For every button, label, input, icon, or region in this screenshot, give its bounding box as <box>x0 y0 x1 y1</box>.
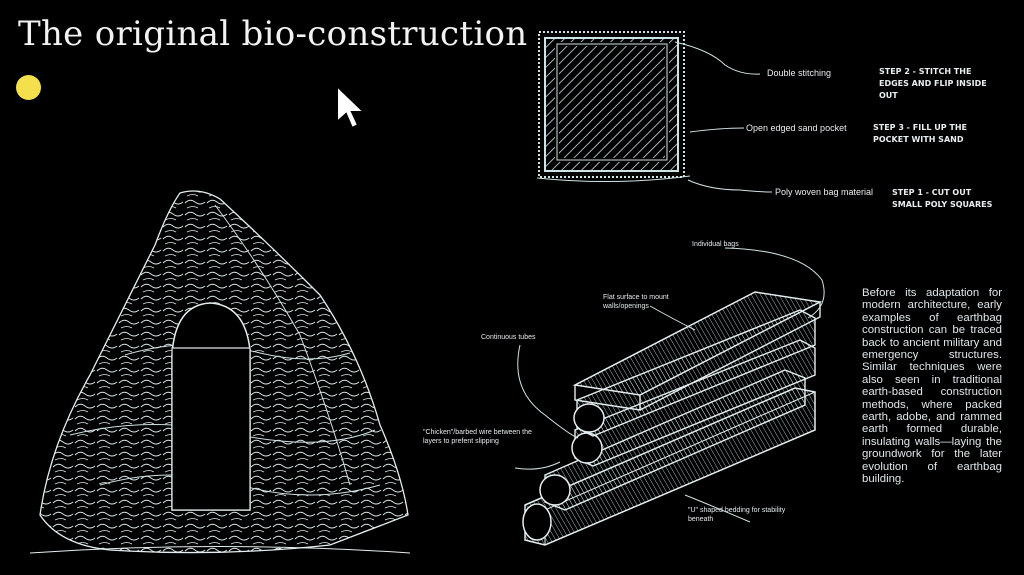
page-title: The original bio-construction <box>18 14 528 54</box>
description-paragraph: Before its adaptation for modern archite… <box>862 287 1002 486</box>
yellow-dot-marker <box>16 75 41 100</box>
label-sand-pocket: Open edged sand pocket <box>746 123 847 133</box>
bag-leader-lines <box>674 41 773 193</box>
step-2-text: STEP 2 - STITCH THE EDGES AND FLIP INSID… <box>879 67 987 100</box>
label-double-stitching: Double stitching <box>767 68 832 78</box>
step-3-text: STEP 3 - FILL UP THE POCKET WITH SAND <box>873 123 967 144</box>
label-bag-material: Poly woven bag material <box>775 187 874 197</box>
mouse-cursor-icon <box>336 83 367 130</box>
label-barbed-wire: "Chicken"/barbed wire between the layers… <box>423 429 532 445</box>
label-individual-bags: Individual bags <box>692 241 739 248</box>
step-1-text: STEP 1 - CUT OUT SMALL POLY SQUARES <box>892 188 993 209</box>
wall-leader-lines <box>514 247 825 523</box>
sandbag-square-diagram <box>536 31 691 183</box>
label-flat-surface: Flat surface to mount walls/openings <box>603 294 669 310</box>
label-continuous-tubes: Continuous tubes <box>481 334 536 341</box>
earthbag-wall-section-diagram <box>522 291 823 546</box>
label-u-bedding: "U" shaped bedding for stability beneath <box>688 507 786 523</box>
earthbag-hut-sketch <box>29 190 411 554</box>
